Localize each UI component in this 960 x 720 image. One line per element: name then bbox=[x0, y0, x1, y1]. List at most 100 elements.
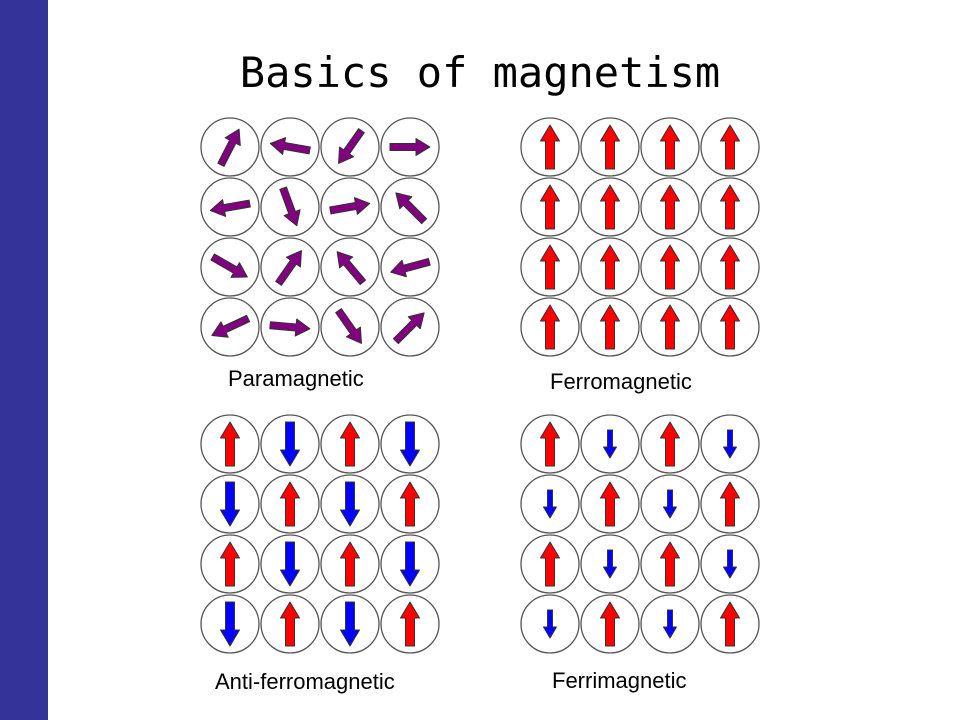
ferromagnetic-spin-site bbox=[580, 117, 640, 177]
spin-up-arrow bbox=[540, 244, 560, 290]
spin-down-arrow bbox=[663, 489, 677, 519]
spin-up-arrow bbox=[660, 541, 680, 587]
ferromagnetic-spin-site bbox=[700, 177, 760, 237]
anti-ferromagnetic-spin-site bbox=[260, 594, 320, 654]
spin-up-arrow bbox=[720, 481, 740, 527]
paramagnetic-label: Paramagnetic bbox=[228, 366, 364, 391]
ferromagnetic-spin-site bbox=[580, 297, 640, 357]
spin-up-arrow bbox=[720, 244, 740, 290]
random-spin-arrow bbox=[395, 192, 428, 225]
anti-ferromagnetic-spin-site bbox=[380, 594, 440, 654]
ferromagnetic-spin-site bbox=[580, 177, 640, 237]
spin-up-arrow bbox=[720, 601, 740, 647]
spin-up-arrow bbox=[720, 304, 740, 350]
ferromagnetic-spin-site bbox=[640, 117, 700, 177]
paramagnetic-spin-site bbox=[200, 177, 260, 237]
anti-ferromagnetic-spin-site bbox=[200, 594, 260, 654]
spin-down-arrow bbox=[543, 609, 557, 639]
paramagnetic-spin-site bbox=[260, 237, 320, 297]
ferrimagnetic-spin-site bbox=[640, 594, 700, 654]
ferrimagnetic-spin-site bbox=[520, 474, 580, 534]
spin-up-arrow bbox=[660, 184, 680, 230]
anti-ferromagnetic-spin-site bbox=[260, 414, 320, 474]
ferrimagnetic-spin-site bbox=[580, 594, 640, 654]
spin-up-arrow bbox=[660, 124, 680, 170]
spin-down-arrow bbox=[723, 549, 737, 579]
spin-up-arrow bbox=[400, 601, 420, 647]
ferromagnetic-spin-site bbox=[640, 297, 700, 357]
spin-up-arrow bbox=[660, 421, 680, 467]
spin-up-arrow bbox=[540, 184, 560, 230]
spin-up-arrow bbox=[220, 421, 240, 467]
spin-up-arrow bbox=[600, 244, 620, 290]
spin-down-arrow bbox=[603, 429, 617, 459]
paramagnetic-spin-site bbox=[380, 297, 440, 357]
random-spin-arrow bbox=[275, 250, 302, 286]
spin-down-arrow bbox=[543, 489, 557, 519]
paramagnetic-spin-site bbox=[200, 237, 260, 297]
random-spin-arrow bbox=[269, 137, 311, 155]
ferromagnetic-spin-site bbox=[700, 117, 760, 177]
spin-up-arrow bbox=[540, 541, 560, 587]
random-spin-arrow bbox=[390, 257, 431, 278]
ferrimagnetic-spin-site bbox=[520, 594, 580, 654]
random-spin-arrow bbox=[211, 314, 251, 338]
ferrimagnetic-spin-site bbox=[700, 594, 760, 654]
spin-down-arrow bbox=[340, 481, 360, 527]
ferrimagnetic-spin-site bbox=[520, 534, 580, 594]
paramagnetic-spin-site bbox=[320, 297, 380, 357]
spin-up-arrow bbox=[600, 481, 620, 527]
anti-ferromagnetic-spin-site bbox=[200, 474, 260, 534]
anti-ferromagnetic-spin-site bbox=[380, 474, 440, 534]
spin-up-arrow bbox=[600, 184, 620, 230]
ferrimagnetic-spin-site bbox=[580, 414, 640, 474]
paramagnetic-spin-site bbox=[200, 297, 260, 357]
random-spin-arrow bbox=[217, 128, 241, 167]
spin-up-arrow bbox=[280, 481, 300, 527]
spin-up-arrow bbox=[540, 304, 560, 350]
anti-ferromagnetic-spin-site bbox=[320, 474, 380, 534]
ferromagnetic-spin-site bbox=[520, 297, 580, 357]
spin-up-arrow bbox=[340, 421, 360, 467]
paramagnetic-grid bbox=[200, 117, 440, 357]
spin-up-arrow bbox=[220, 541, 240, 587]
spin-up-arrow bbox=[720, 124, 740, 170]
random-spin-arrow bbox=[210, 253, 248, 278]
accent-side-bar bbox=[0, 0, 48, 720]
ferrimagnetic-spin-site bbox=[640, 414, 700, 474]
ferrimagnetic-label: Ferrimagnetic bbox=[552, 668, 687, 693]
anti-ferromagnetic-spin-site bbox=[320, 414, 380, 474]
ferromagnetic-spin-site bbox=[520, 177, 580, 237]
ferrimagnetic-spin-site bbox=[700, 414, 760, 474]
spin-down-arrow bbox=[280, 541, 300, 587]
spin-down-arrow bbox=[280, 421, 300, 467]
ferrimagnetic-spin-site bbox=[580, 534, 640, 594]
paramagnetic-spin-site bbox=[380, 117, 440, 177]
ferrimagnetic-spin-site bbox=[640, 474, 700, 534]
spin-up-arrow bbox=[280, 601, 300, 647]
anti-ferromagnetic-spin-site bbox=[260, 474, 320, 534]
ferrimagnetic-spin-site bbox=[700, 474, 760, 534]
anti-ferromagnetic-grid bbox=[200, 414, 440, 654]
spin-up-arrow bbox=[600, 304, 620, 350]
random-spin-arrow bbox=[392, 312, 425, 345]
anti-ferromagnetic-label: Anti-ferromagnetic bbox=[215, 669, 395, 694]
random-spin-arrow bbox=[389, 138, 431, 156]
spin-up-arrow bbox=[540, 124, 560, 170]
paramagnetic-spin-site bbox=[380, 177, 440, 237]
spin-down-arrow bbox=[220, 481, 240, 527]
paramagnetic-spin-site bbox=[320, 237, 380, 297]
ferrimagnetic-spin-site bbox=[520, 414, 580, 474]
spin-down-arrow bbox=[663, 609, 677, 639]
anti-ferromagnetic-spin-site bbox=[260, 534, 320, 594]
ferromagnetic-spin-site bbox=[520, 117, 580, 177]
random-spin-arrow bbox=[336, 251, 367, 286]
spin-down-arrow bbox=[723, 429, 737, 459]
paramagnetic-spin-site bbox=[260, 297, 320, 357]
paramagnetic-spin-site bbox=[260, 117, 320, 177]
ferrimagnetic-spin-site bbox=[580, 474, 640, 534]
ferrimagnetic-spin-site bbox=[700, 534, 760, 594]
anti-ferromagnetic-spin-site bbox=[320, 534, 380, 594]
ferromagnetic-spin-site bbox=[580, 237, 640, 297]
ferromagnetic-spin-site bbox=[520, 237, 580, 297]
